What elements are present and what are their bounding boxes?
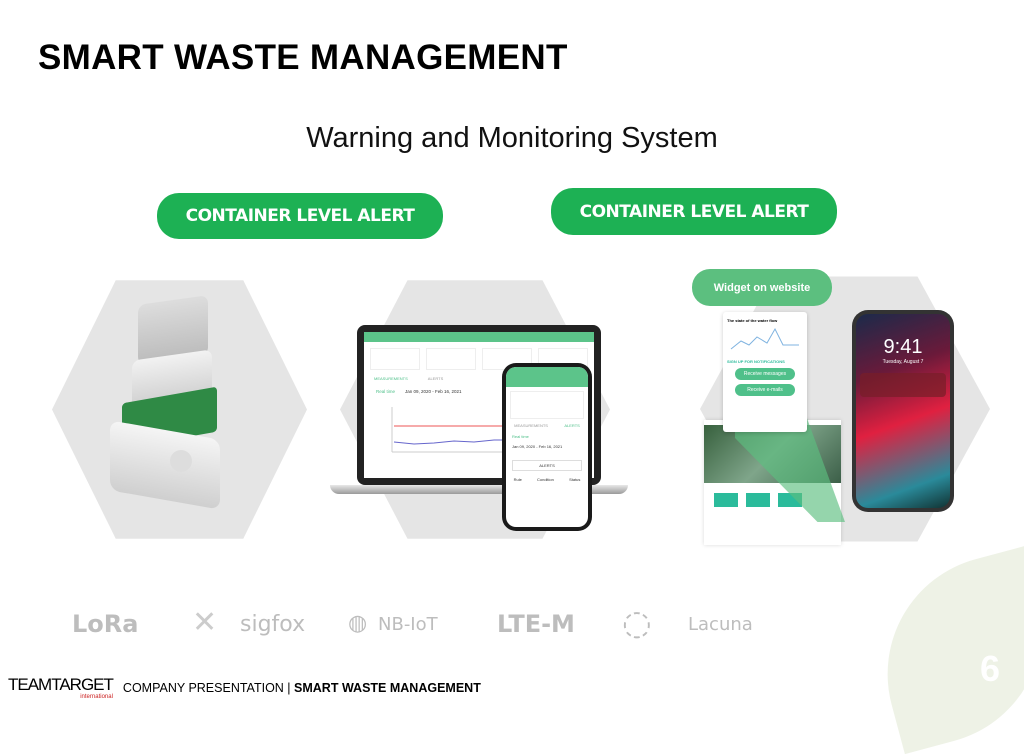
date-range[interactable]: Jan 09, 2020 - Feb 16, 2021 — [512, 444, 563, 449]
phone-app-image: MEASUREMENTS ALERTS Real time Jan 09, 202… — [502, 363, 592, 531]
footer: TEAMTARGET international COMPANY PRESENT… — [8, 676, 481, 700]
widget-card-title: The state of the water flow — [727, 318, 778, 323]
tab-measurements[interactable]: MEASUREMENTS — [374, 376, 408, 381]
real-time-toggle[interactable]: Real time — [376, 389, 396, 394]
notification[interactable] — [860, 373, 946, 397]
water-flow-chart — [730, 327, 799, 350]
receive-emails-button[interactable]: Receive e-mails — [735, 384, 795, 396]
slide-subtitle: Warning and Monitoring System — [306, 122, 718, 154]
lacuna-logo: Lacuna — [688, 614, 753, 635]
page-number: 6 — [980, 648, 1001, 689]
globe-icon: ◍ — [348, 611, 368, 636]
lock-time: 9:41 — [883, 336, 923, 358]
tab-alerts[interactable]: ALERTS — [564, 423, 580, 428]
lora-logo: LoRa — [72, 610, 139, 638]
signup-text: SIGN UP FOR NOTIFICATIONS — [727, 359, 785, 364]
footer-text-bold: SMART WASTE MANAGEMENT — [294, 681, 481, 695]
receive-messages-button[interactable]: Receive messages — [735, 368, 795, 380]
lte-m-logo: LTE-M — [497, 610, 575, 638]
iphone-lockscreen-image: 9:41 Tuesday, August 7 — [852, 310, 954, 512]
column-header: Condition — [536, 477, 554, 482]
date-range[interactable]: Jan 09, 2020 - Feb 16, 2021 — [405, 389, 462, 394]
column-header: Rule — [513, 477, 522, 482]
nb-iot-logo: NB-IoT — [378, 614, 438, 635]
alerts-button[interactable]: ALERTS — [512, 460, 582, 471]
footer-text: COMPANY PRESENTATION | — [122, 681, 291, 695]
container-level-alert-badge: CONTAINER LEVEL ALERT — [551, 188, 837, 235]
real-time-toggle[interactable]: Real time — [512, 434, 529, 439]
widget-card: The state of the water flow SIGN UP FOR … — [723, 312, 807, 432]
widget-on-website-label: Widget on website — [692, 269, 832, 306]
sigfox-x-icon: ✕ — [192, 605, 218, 640]
tab-measurements[interactable]: MEASUREMENTS — [514, 423, 548, 428]
satellite-icon: ◌ — [622, 603, 652, 643]
sigfox-logo: sigfox — [240, 612, 306, 637]
teamtarget-logo: TEAMTARGET international — [8, 675, 114, 700]
container-level-alert-badge: CONTAINER LEVEL ALERT — [157, 193, 443, 239]
sensor-device-image — [110, 295, 230, 510]
tab-alerts[interactable]: ALERTS — [427, 376, 444, 381]
column-header: Status — [569, 477, 581, 482]
lock-date: Tuesday, August 7 — [882, 359, 924, 365]
slide-title: SMART WASTE MANAGEMENT — [38, 38, 568, 77]
